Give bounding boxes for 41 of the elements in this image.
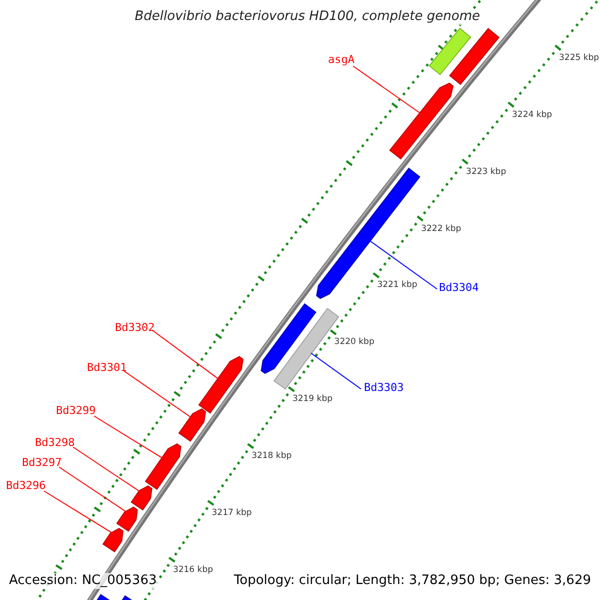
gene-block [389,82,454,160]
gene-label: Bd3304 [439,281,479,294]
gene-label: Bd3301 [87,361,127,374]
scale-label: 3224 kbp [512,110,552,120]
leader-line [310,352,362,390]
gene-label: Bd3299 [56,404,96,417]
gene-label: Bd3303 [364,381,404,394]
gene-label: Bd3296 [6,479,46,492]
gene-block [144,443,182,490]
gene-label: Bd3298 [35,436,75,449]
scale-label: 3220 kbp [334,337,374,348]
gene-label: Bd3297 [22,456,62,469]
leader-line [44,490,113,534]
leader-line [58,466,126,512]
title: Bdellovibrio bacteriovorus HD100, complete genome [132,9,482,25]
scale-label: 3218 kbp [252,451,292,462]
gene-block [260,303,316,374]
leader-line [369,240,438,290]
leader-line [124,370,192,418]
scale-label: 3219 kbp [292,394,332,404]
scale-label: 3223 kbp [466,166,506,177]
gene-block [316,168,420,299]
gene-block [428,28,472,76]
gene-block [102,528,124,552]
footer-text: Topology: circular; Length: 3,782,950 bp; Genes: 3,629 [232,573,593,589]
leader-line [152,330,219,380]
scale-label: 3217 kbp [212,508,252,518]
gene-label: asgA [328,53,354,66]
scale-label: 3225 kbp [559,52,600,63]
scale-label: 3216 kbp [172,564,214,575]
gene-block [449,28,500,85]
scale-label: 3221 kbp [377,280,418,290]
leader-line [352,66,421,114]
gene-block [130,485,152,511]
gene-block [178,408,206,442]
leader-line [72,446,140,492]
leader-line [94,416,164,459]
footer-text: Accession: NC_005363 [7,573,159,589]
gene-block [198,356,244,414]
gene-block [116,506,138,532]
gene-label: Bd3302 [115,321,155,334]
